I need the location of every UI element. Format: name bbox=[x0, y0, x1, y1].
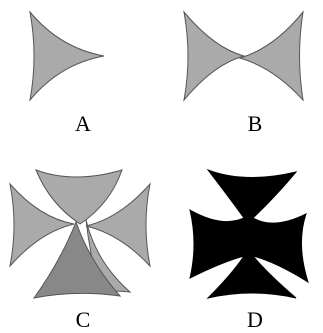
panel-label-d: D bbox=[247, 309, 263, 331]
curved-triangle-b-right bbox=[240, 12, 303, 100]
panel-label-b: B bbox=[248, 113, 263, 135]
curved-triangle-b-left bbox=[184, 12, 244, 100]
panel-d-shape bbox=[190, 170, 308, 298]
panel-a-shape bbox=[30, 12, 104, 100]
panel-c-shape bbox=[10, 170, 150, 298]
panel-label-c: C bbox=[76, 309, 91, 331]
solid-cross-d bbox=[190, 170, 308, 298]
panel-label-a: A bbox=[75, 113, 91, 135]
panel-b-shape bbox=[184, 12, 303, 100]
curved-triangle-a bbox=[30, 12, 104, 100]
